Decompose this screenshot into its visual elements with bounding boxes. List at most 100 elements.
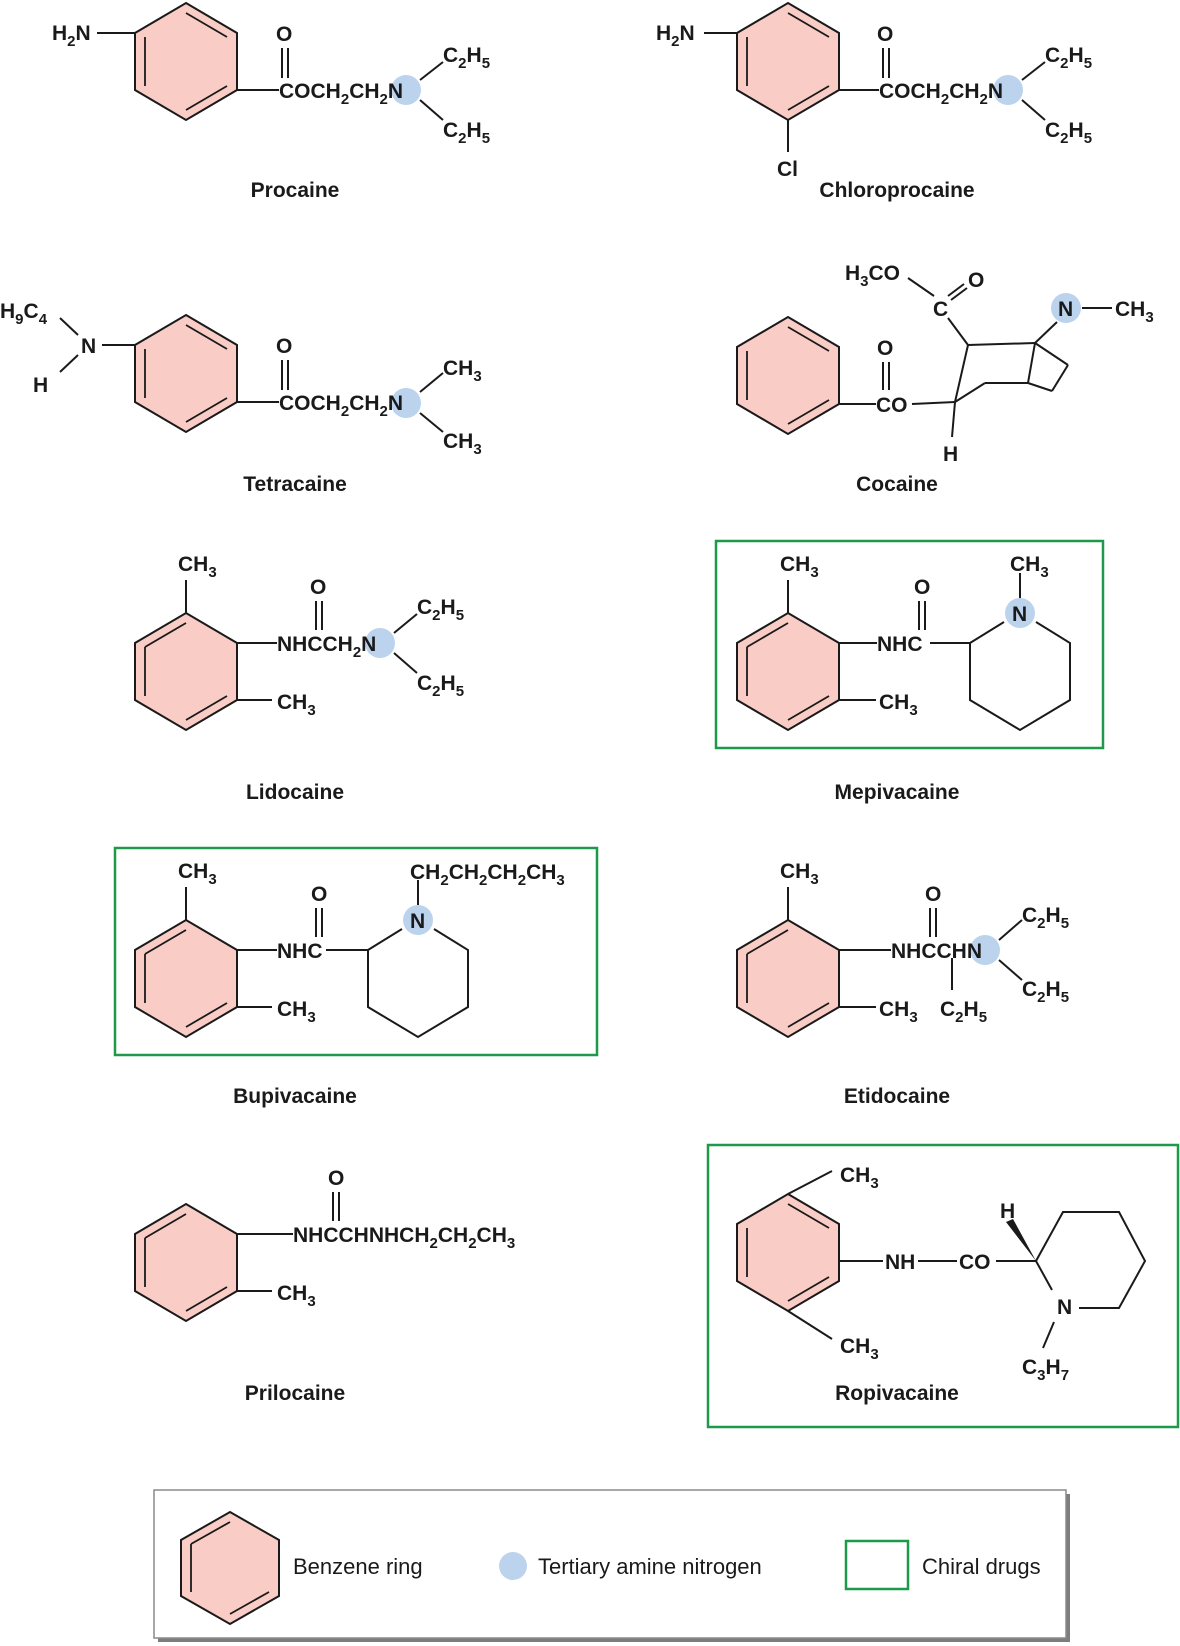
procaine-carbonyl-oxygen: O [276,23,292,46]
lidocaine-benzene-ring [134,611,238,732]
procaine-amine-highlight [391,75,421,105]
lidocaine-methyl-top: CH3 [178,553,217,581]
tetracaine-methyl-top: CH3 [443,357,482,385]
procaine-ethyl-bottom: C2H5 [443,119,490,147]
etidocaine-methyl-bottom: CH3 [879,998,918,1026]
ropivacaine-propyl-label: C3H7 [1022,1356,1069,1384]
cocaine-name: Cocaine [856,473,938,496]
chloroprocaine-ethyl-bottom: C2H5 [1045,119,1092,147]
mepivacaine-amide-label: NHC [877,633,923,656]
lidocaine-structure: CH3 CH3 O NHCCH2N C2H5 C2H5 Lidocaine [134,553,464,804]
bupivacaine-butyl-label: CH2CH2CH2CH3 [410,861,565,889]
chloroprocaine-amino-label: H2N [656,22,695,50]
ropivacaine-methyl-bottom: CH3 [840,1335,879,1363]
lidocaine-ethyl-top: C2H5 [417,596,464,624]
bupivacaine-methyl-bottom: CH3 [277,998,316,1026]
chloroprocaine-benzene-ring [736,1,840,122]
bupivacaine-benzene-ring [134,918,238,1039]
ropivacaine-co-label: CO [959,1251,991,1274]
mepivacaine-structure: CH3 CH3 O NHC N CH3 Mepivacaine [714,539,1105,804]
etidocaine-methyl-top: CH3 [780,860,819,888]
cocaine-ester-carbon: C [933,298,948,321]
cocaine-h-label: H [943,443,958,466]
mepivacaine-methyl-top: CH3 [780,553,819,581]
etidocaine-ethyl-bottom: C2H5 [1022,978,1069,1006]
cocaine-benzene-ring [736,315,840,436]
tetracaine-amine-highlight [391,388,421,418]
bupivacaine-n-label: N [410,910,425,933]
legend-benzene-swatch [180,1510,280,1626]
lidocaine-name: Lidocaine [246,781,344,804]
ropivacaine-n-label: N [1057,1296,1072,1319]
mepivacaine-amine-highlight [1005,598,1035,628]
prilocaine-methyl-bottom: CH3 [277,1282,316,1310]
bupivacaine-methyl-top: CH3 [178,860,217,888]
tetracaine-amine-h: H [33,374,48,397]
ropivacaine-structure: CH3 CH3 NH CO H N C3H7 Ropivacaine [706,1143,1180,1429]
etidocaine-benzene-ring [736,918,840,1039]
etidocaine-carbonyl-oxygen: O [925,883,941,906]
tetracaine-structure: H9C4 N H O COCH2CH2N CH3 CH3 Tetracaine [0,300,482,496]
cocaine-co-label: CO [876,394,908,417]
tetracaine-butyl-label: H9C4 [0,300,48,328]
prilocaine-name: Prilocaine [245,1382,345,1405]
lidocaine-ethyl-bottom: C2H5 [417,672,464,700]
etidocaine-ethyl-top: C2H5 [1022,904,1069,932]
mepivacaine-n-label: N [1012,603,1027,626]
tetracaine-methyl-bottom: CH3 [443,430,482,458]
mepivacaine-n-methyl: CH3 [1010,553,1049,581]
mepivacaine-name: Mepivacaine [835,781,960,804]
legend-box [153,1489,1067,1639]
legend-chiral-label: Chiral drugs [922,1554,1041,1579]
chloroprocaine-chloro-label: Cl [777,158,798,181]
ropivacaine-benzene-ring [736,1192,840,1313]
prilocaine-carbonyl-oxygen: O [328,1167,344,1190]
legend-amine-swatch [499,1552,527,1580]
procaine-benzene-ring [134,1,238,122]
legend: Benzene ring Tertiary amine nitrogen Chi… [153,1489,1070,1642]
tetracaine-name: Tetracaine [243,473,347,496]
procaine-amino-label: H2N [52,22,91,50]
legend-chiral-swatch [844,1539,910,1591]
bupivacaine-amide-label: NHC [277,940,323,963]
chloroprocaine-structure: H2N Cl O COCH2CH2N C2H5 C2H5 Chloroproca… [656,1,1092,202]
bupivacaine-chiral-box [113,846,599,1057]
chloroprocaine-name: Chloroprocaine [819,179,974,202]
procaine-ester-chain: COCH2CH2N [279,80,403,108]
ropivacaine-methyl-top: CH3 [840,1164,879,1192]
legend-amine-label: Tertiary amine nitrogen [538,1554,762,1579]
chloroprocaine-ethyl-top: C2H5 [1045,44,1092,72]
tetracaine-ester-chain: COCH2CH2N [279,392,403,420]
mepivacaine-benzene-ring [736,611,840,732]
bupivacaine-amine-highlight [403,905,433,935]
procaine-structure: H2N O COCH2CH2N C2H5 C2H5 Procaine [52,1,490,202]
ropivacaine-nh-label: NH [885,1251,915,1274]
chloroprocaine-carbonyl-oxygen: O [877,23,893,46]
tetracaine-benzene-ring [134,313,238,434]
cocaine-carbonyl-oxygen: O [877,337,893,360]
tetracaine-amine-n: N [81,335,96,358]
lidocaine-methyl-bottom: CH3 [277,691,316,719]
procaine-name: Procaine [251,179,340,202]
ropivacaine-chiral-box [706,1143,1180,1429]
cocaine-n-label: N [1058,298,1073,321]
lidocaine-carbonyl-oxygen: O [310,576,326,599]
etidocaine-name: Etidocaine [844,1085,950,1108]
chloroprocaine-ester-chain: COCH2CH2N [879,80,1003,108]
etidocaine-ethyl-side: C2H5 [940,998,987,1026]
mepivacaine-carbonyl-oxygen: O [914,576,930,599]
bupivacaine-structure: CH3 CH3 O NHC N CH2CH2CH2CH3 Bupivacaine [113,846,599,1108]
cocaine-ester-oxygen: O [968,269,984,292]
ropivacaine-name: Ropivacaine [835,1382,959,1405]
cocaine-n-methyl: CH3 [1115,298,1154,326]
procaine-ethyl-top: C2H5 [443,44,490,72]
tetracaine-carbonyl-oxygen: O [276,335,292,358]
cocaine-methoxy-label: H3CO [845,262,900,290]
etidocaine-amine-highlight [970,935,1000,965]
mepivacaine-methyl-bottom: CH3 [879,691,918,719]
legend-benzene-label: Benzene ring [293,1554,423,1579]
etidocaine-structure: CH3 CH3 O NHCCHN C2H5 C2H5 C2H5 Etidocai… [736,860,1069,1108]
chloroprocaine-amine-highlight [993,75,1023,105]
prilocaine-structure: CH3 O NHCCHNHCH2CH2CH3 Prilocaine [134,1167,515,1405]
